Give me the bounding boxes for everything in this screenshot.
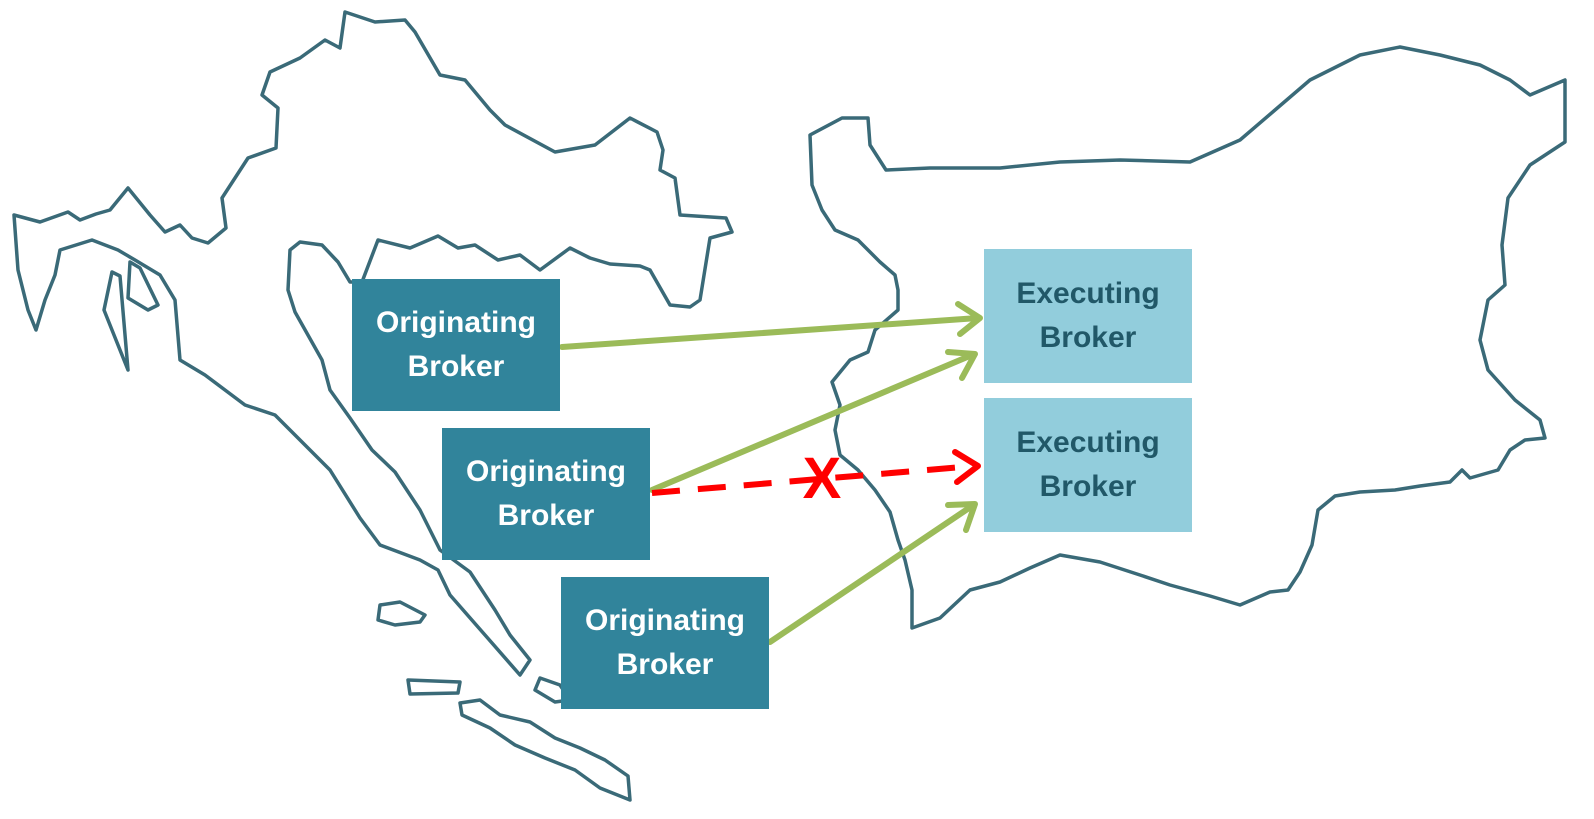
originating-broker-2: Originating Broker [442,428,650,560]
island-5 [458,698,632,802]
right-country-outline [808,45,1567,630]
island-2 [126,260,160,312]
originating-broker-2-line1: Originating [466,455,626,488]
arrowhead-orig3-exec2 [945,501,978,533]
executing-broker-1: Executing Broker [984,249,1192,383]
arrow-orig3-exec2 [767,503,975,645]
originating-broker-3-line1: Originating [585,604,745,637]
executing-broker-1-line1: Executing [1016,277,1160,310]
originating-broker-1-line2: Broker [407,350,505,383]
arrow-orig2-exec2-blocked [651,463,976,496]
originating-broker-3: Originating Broker [561,577,769,709]
arrowhead-orig2-exec1 [945,349,978,381]
connection-arrows [559,301,983,645]
executing-broker-2-line2: Broker [1039,470,1137,503]
arrowhead-orig2-exec2-blocked [952,449,981,485]
originating-broker-2-line2: Broker [497,499,595,532]
executing-broker-2: Executing Broker [984,398,1192,532]
island-4 [406,678,462,696]
left-country-outline [12,10,734,677]
island-1 [102,270,130,372]
executing-broker-1-line2: Broker [1039,321,1137,354]
arrowhead-orig1-exec1 [955,301,983,337]
arrow-orig1-exec1 [559,315,981,350]
island-3 [376,600,427,627]
originating-broker-1-line1: Originating [376,306,536,339]
blocked-marker: X [803,446,842,511]
executing-broker-2-line1: Executing [1016,426,1160,459]
originating-broker-3-line2: Broker [616,648,714,681]
originating-broker-1: Originating Broker [352,279,560,411]
arrow-orig2-exec1 [649,352,975,493]
